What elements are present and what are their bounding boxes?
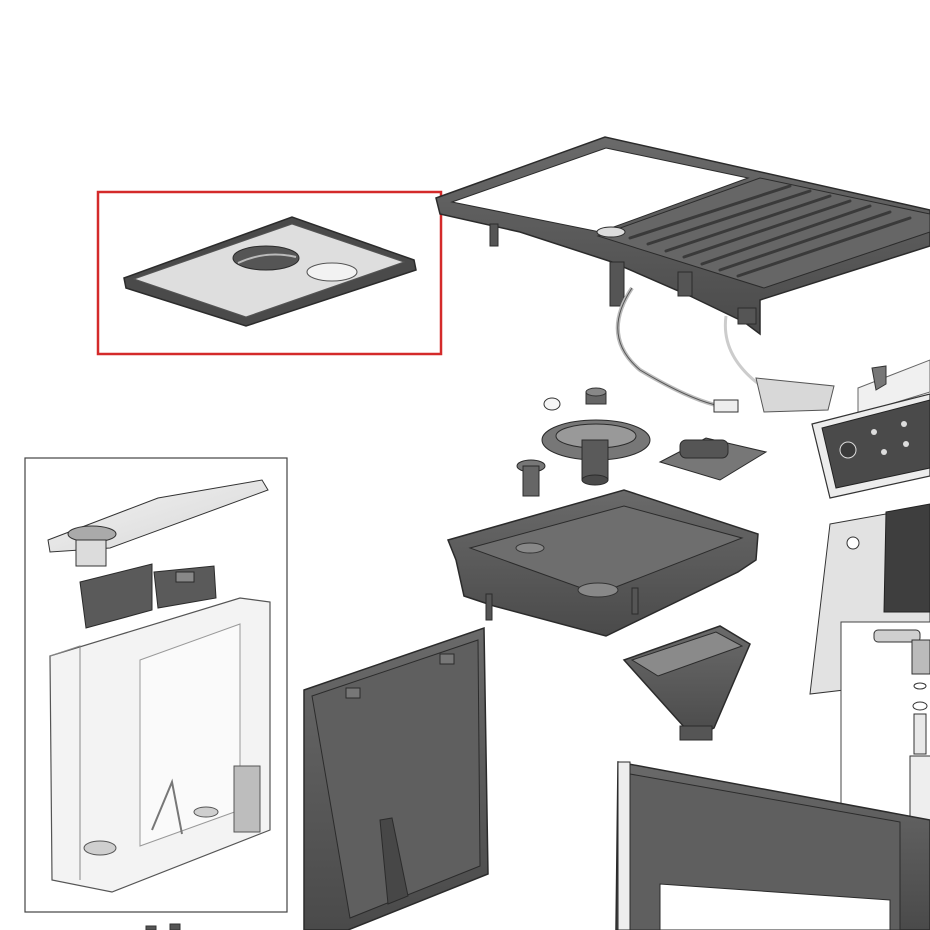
water-tank-body-shape <box>49 597 271 893</box>
water-tank-inset[interactable] <box>24 457 288 913</box>
drip-tray-lid[interactable] <box>96 190 443 356</box>
cup-tray-frame[interactable] <box>435 136 930 336</box>
control-panel[interactable] <box>755 359 930 499</box>
cup-tray-frame-shape <box>435 136 930 336</box>
drip-tray-base-shape <box>446 489 759 637</box>
brew-funnel-shape <box>622 625 751 741</box>
valve-fitting <box>873 629 930 821</box>
control-panel-shape <box>755 359 930 499</box>
rear-panel-shape <box>615 761 930 930</box>
side-panel-shape <box>303 626 489 930</box>
spout-cover-shape <box>658 437 768 481</box>
water-tank-lid[interactable] <box>47 479 269 567</box>
cup-tray-grille <box>628 184 912 278</box>
spout-cover[interactable] <box>658 437 768 481</box>
gear-shaft-shape <box>516 459 546 497</box>
rear-panel[interactable] <box>615 761 930 930</box>
filter-holder[interactable] <box>79 563 217 629</box>
screw-fragments <box>145 923 181 930</box>
water-tank-lid-shape <box>47 479 269 567</box>
filter-holder-shape <box>79 563 217 629</box>
water-tank-body[interactable] <box>49 597 271 893</box>
highlight-box <box>96 190 443 356</box>
gear-shaft[interactable] <box>516 459 546 497</box>
brew-funnel[interactable] <box>622 625 751 741</box>
drip-tray-base[interactable] <box>446 489 759 637</box>
distribution-cone-shape <box>541 419 651 486</box>
drip-tray-lid-shape <box>123 216 417 327</box>
small-cap[interactable] <box>543 387 607 411</box>
side-panel[interactable] <box>303 626 489 930</box>
cable-plug <box>713 399 739 413</box>
distribution-cone[interactable] <box>541 419 651 486</box>
small-cap-shape <box>543 387 607 411</box>
valve-inset[interactable] <box>840 621 930 825</box>
connector-cable <box>615 286 721 408</box>
